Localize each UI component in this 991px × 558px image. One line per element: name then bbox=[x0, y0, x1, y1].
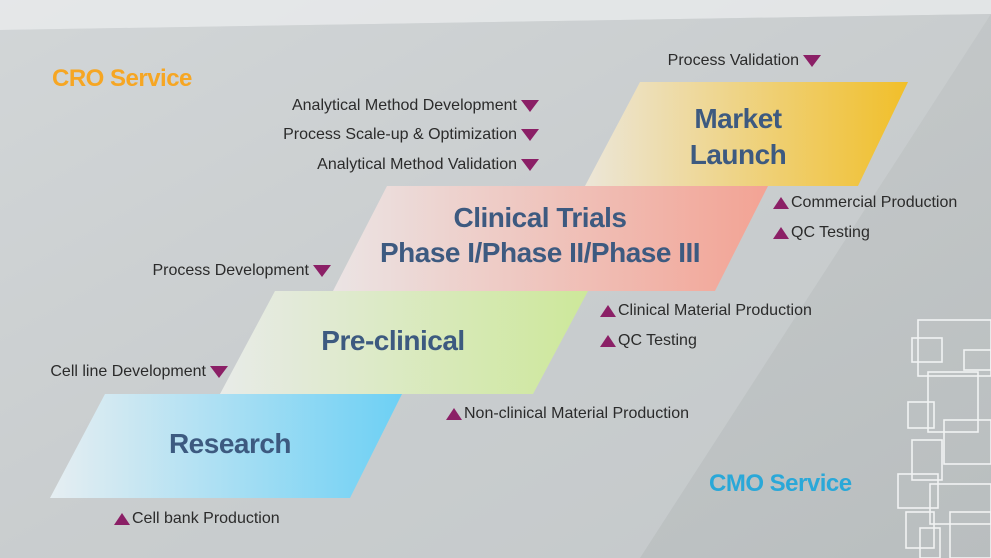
research-phase-label: Research bbox=[168, 428, 292, 459]
down-triangle-icon bbox=[521, 129, 539, 141]
nonclinical-material-production-item: Non-clinical Material Production bbox=[446, 404, 689, 424]
clinical-phase-label: Clinical Trials Phase I/Phase II/Phase I… bbox=[340, 200, 740, 270]
top-band bbox=[0, 0, 991, 30]
analytical-method-development-item: Analytical Method Development bbox=[292, 96, 539, 116]
process-validation-text: Process Validation bbox=[667, 52, 799, 69]
cell-bank-production-text: Cell bank Production bbox=[132, 510, 280, 527]
down-triangle-icon bbox=[803, 55, 821, 67]
preclinical-phase-label: Pre-clinical bbox=[321, 325, 465, 356]
analytical-method-validation-text: Analytical Method Validation bbox=[317, 156, 517, 173]
nonclinical-material-production-text: Non-clinical Material Production bbox=[464, 405, 689, 422]
market-phase-label: Market Launch bbox=[648, 101, 828, 173]
analytical-method-validation-item: Analytical Method Validation bbox=[317, 155, 539, 175]
process-scaleup-item: Process Scale-up & Optimization bbox=[283, 125, 539, 145]
up-triangle-icon bbox=[114, 513, 130, 525]
down-triangle-icon bbox=[521, 159, 539, 171]
down-triangle-icon bbox=[521, 100, 539, 112]
process-validation-item: Process Validation bbox=[668, 51, 821, 71]
up-triangle-icon bbox=[600, 335, 616, 347]
qc-testing-market-item: QC Testing bbox=[773, 223, 870, 243]
qc-testing-market-text: QC Testing bbox=[791, 224, 870, 241]
clinical-material-production-item: Clinical Material Production bbox=[600, 301, 812, 321]
commercial-production-text: Commercial Production bbox=[791, 194, 958, 211]
analytical-method-development-text: Analytical Method Development bbox=[291, 97, 517, 114]
cell-bank-production-item: Cell bank Production bbox=[114, 509, 280, 529]
cell-line-development-item: Cell line Development bbox=[50, 362, 228, 382]
decorative-pattern bbox=[897, 319, 991, 558]
clinical-phase-line2: Phase I/Phase II/Phase III bbox=[379, 237, 701, 268]
down-triangle-icon bbox=[313, 265, 331, 277]
process-development-text: Process Development bbox=[152, 262, 309, 279]
down-triangle-icon bbox=[210, 366, 228, 378]
up-triangle-icon bbox=[446, 408, 462, 420]
market-phase-line1: Market bbox=[694, 103, 782, 134]
qc-testing-clinical-text: QC Testing bbox=[618, 332, 697, 349]
up-triangle-icon bbox=[773, 197, 789, 209]
process-scaleup-text: Process Scale-up & Optimization bbox=[283, 126, 517, 143]
qc-testing-clinical-item: QC Testing bbox=[600, 331, 697, 351]
process-development-item: Process Development bbox=[152, 261, 331, 281]
market-stage-shape bbox=[585, 82, 908, 186]
preclinical-stage-shape bbox=[220, 291, 588, 394]
cell-line-development-text: Cell line Development bbox=[50, 363, 206, 380]
clinical-stage-shape bbox=[333, 186, 768, 291]
cmo-service-label: CMO Service bbox=[709, 470, 852, 497]
market-phase-line2: Launch bbox=[689, 139, 787, 170]
clinical-phase-line1: Clinical Trials bbox=[453, 202, 627, 233]
clinical-material-production-text: Clinical Material Production bbox=[618, 302, 812, 319]
research-stage-shape bbox=[50, 394, 402, 498]
cro-service-label: CRO Service bbox=[52, 65, 192, 92]
commercial-production-item: Commercial Production bbox=[773, 193, 957, 213]
up-triangle-icon bbox=[773, 227, 789, 239]
up-triangle-icon bbox=[600, 305, 616, 317]
